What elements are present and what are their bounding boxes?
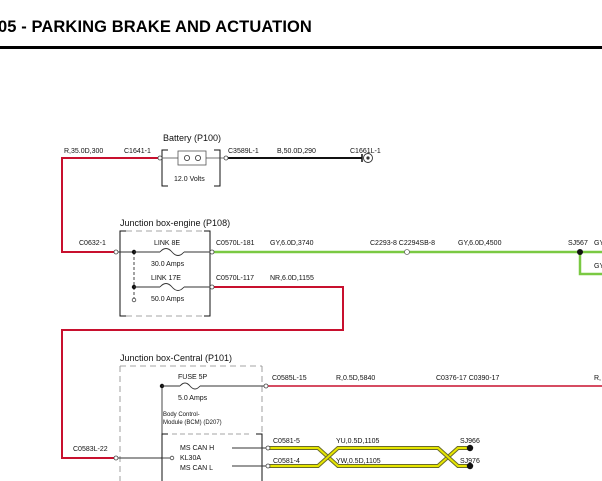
battery-pin-left[interactable]: [157, 155, 163, 161]
jb-central-pin-in[interactable]: [113, 455, 119, 461]
label-eng-out2-conn: C0570L-117: [216, 275, 254, 282]
splice-sj567[interactable]: [577, 249, 583, 255]
bcm-pin1-label: MS CAN H: [180, 445, 214, 452]
bcm-title-line1: Body Control-: [163, 412, 200, 418]
bcm-pin3-label: MS CAN L: [180, 465, 213, 472]
inline-connector-c2293[interactable]: [404, 249, 410, 255]
bcm-pin2-label: KL30A: [180, 455, 201, 462]
wire-can-twisted-pair[interactable]: [268, 446, 470, 468]
label-can-h-wire: YU,0.5D,1105: [336, 438, 380, 445]
label-can-l-conn: C0581-4: [273, 458, 300, 465]
label-can-l-sj: SJ976: [460, 458, 480, 465]
battery-pin-right[interactable]: [223, 155, 229, 161]
label-eng-out1-wire: GY,6.0D,3740: [270, 240, 314, 247]
jb-engine-pin-out2[interactable]: [209, 284, 215, 290]
battery-component[interactable]: [157, 149, 229, 187]
label-can-h-conn: C0581-5: [273, 438, 300, 445]
bcm-module[interactable]: [161, 433, 271, 481]
jb-engine-fuse2: LINK 17E: [151, 275, 181, 282]
jb-engine-pin-bottom: [131, 297, 137, 303]
splice-sj976[interactable]: [466, 462, 474, 470]
label-cen-out-conn: C0585L-15: [272, 375, 307, 382]
wire-battery-feed[interactable]: [61, 157, 160, 253]
bcm-pin-can-h[interactable]: [265, 445, 271, 451]
label-eng-in-conn: C0632-1: [79, 240, 106, 247]
jb-engine-pin-out1[interactable]: [209, 249, 215, 255]
bcm-title-line2: Module (BCM) (D207): [163, 420, 222, 426]
bcm-pin-can-l[interactable]: [265, 463, 271, 469]
label-eng-out1-wire2: GY,6.0D,4500: [458, 240, 502, 247]
label-bat-right-wire: B,50.0D,290: [277, 148, 316, 155]
battery-voltage: 12.0 Volts: [174, 176, 205, 183]
wire-nr-1155[interactable]: [61, 286, 344, 459]
ground-icon: [361, 153, 373, 163]
battery-title: Battery (P100): [163, 133, 221, 143]
label-right-cut2: GY: [594, 263, 602, 270]
label-splice-conn: C2293-8 C2294SB-8: [370, 240, 435, 247]
label-right-cut3: R,: [594, 375, 601, 382]
jb-engine-title: Junction box-engine (P108): [120, 218, 230, 228]
label-sj567: SJ567: [568, 240, 588, 247]
jb-central-title: Junction box-Central (P101): [120, 353, 232, 363]
label-cen-out-wire: R,0.5D,5840: [336, 375, 375, 382]
jb-engine-fuse1: LINK 8E: [154, 240, 180, 247]
junction-box-engine[interactable]: [113, 230, 215, 317]
jb-central-fuse: FUSE 5P: [178, 374, 208, 381]
label-can-h-sj: SJ966: [460, 438, 480, 445]
jb-central-pin-out[interactable]: [263, 383, 269, 389]
jb-engine-amps2: 50.0 Amps: [151, 296, 185, 303]
jb-central-amps: 5.0 Amps: [178, 395, 208, 402]
label-bat-left-conn: C1641-1: [124, 148, 151, 155]
page-title: 05 - PARKING BRAKE AND ACTUATION: [0, 18, 312, 36]
label-cen-in-conn: C0583L-22: [73, 446, 108, 453]
label-bat-left-wire: R,35.0D,300: [64, 148, 103, 155]
label-cen-splice-conn: C0376-17 C0390-17: [436, 375, 500, 382]
label-ground-conn: C1661L-1: [350, 148, 381, 155]
wire-gy-right-drop[interactable]: [578, 252, 602, 276]
jb-engine-amps1: 30.0 Amps: [151, 261, 185, 268]
splice-sj966[interactable]: [466, 444, 474, 452]
label-eng-out2-wire: NR,6.0D,1155: [270, 275, 314, 282]
header-rule: [0, 46, 602, 49]
label-bat-right-conn: C3589L-1: [228, 148, 259, 155]
jb-engine-pin-in[interactable]: [113, 249, 119, 255]
label-right-cut1: GY: [594, 240, 602, 247]
label-eng-out1-conn: C0570L-181: [216, 240, 255, 247]
label-can-l-wire: YW,0.5D,1105: [336, 458, 381, 465]
